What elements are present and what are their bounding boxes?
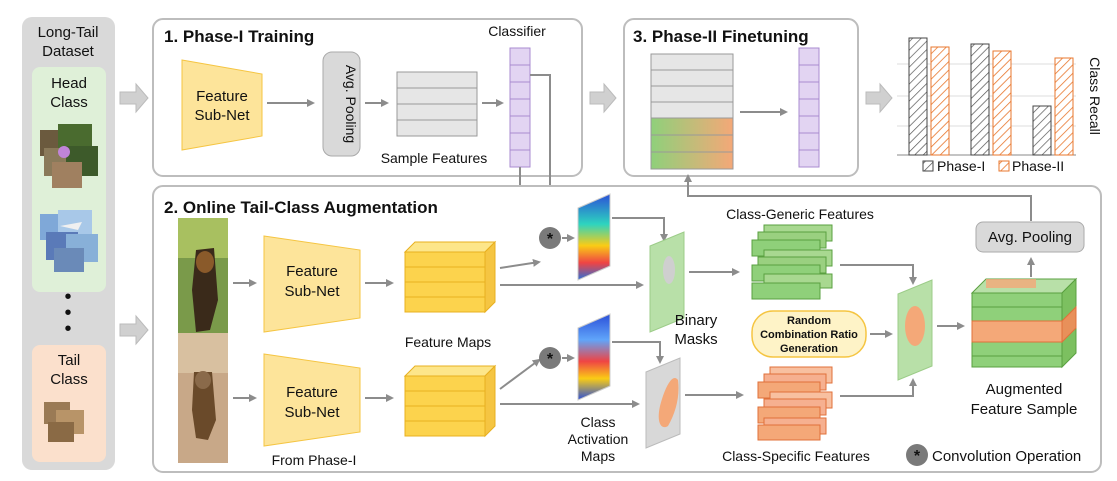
aug-feature-subnet-top-label-2: Sub-Net xyxy=(284,283,340,300)
bar-phase2-group1 xyxy=(930,46,950,156)
sample-features xyxy=(396,71,478,137)
class-specific-features xyxy=(757,366,833,441)
augmented-sample-label: Augmented xyxy=(986,381,1063,398)
binary-mask-top xyxy=(649,231,685,333)
conv-symbol: * xyxy=(547,231,554,248)
bar-phase1-group3 xyxy=(1032,105,1052,156)
chart-ylabel: Class Recall xyxy=(1087,57,1103,135)
cam-bottom xyxy=(577,313,611,401)
dataset-title-2: Dataset xyxy=(42,43,95,60)
classifier xyxy=(509,47,531,168)
cam-label-3: Maps xyxy=(581,448,615,464)
arrow xyxy=(840,378,917,397)
ellipsis-dot-2: • xyxy=(64,302,71,324)
cam-label-2: Activation xyxy=(568,431,629,447)
arrow xyxy=(612,217,668,242)
aug-avg-pooling-label: Avg. Pooling xyxy=(988,229,1072,246)
head-class-images xyxy=(40,124,98,272)
tail-sample-image xyxy=(178,333,228,463)
phase2-sample-features xyxy=(650,53,734,170)
sample-features-label: Sample Features xyxy=(381,150,488,166)
dataset-to-phase1-arrow xyxy=(119,82,149,114)
phase2-classifier xyxy=(798,47,820,168)
aug-feature-subnet-top-label: Feature xyxy=(286,263,338,280)
bar-phase1-group1 xyxy=(908,37,928,156)
classifier-to-conv-top-arrow xyxy=(530,74,554,226)
augmented-sample-label-2: Feature Sample xyxy=(971,401,1078,418)
binary-masks-label-2: Masks xyxy=(674,331,717,348)
conv-legend-label: Convolution Operation xyxy=(932,448,1081,465)
legend-phase1: Phase-I xyxy=(937,158,985,174)
phase1-feature-subnet-label: Feature xyxy=(196,88,248,105)
random-ratio-label-3: Generation xyxy=(780,343,838,355)
feature-map-cube-top xyxy=(403,240,497,314)
dataset-title: Long-Tail xyxy=(38,24,99,41)
phase1-title: 1. Phase-I Training xyxy=(164,27,314,46)
classifier-label: Classifier xyxy=(488,23,546,39)
random-ratio-box xyxy=(751,310,867,358)
bar-phase1-group2 xyxy=(970,43,990,156)
augmentation-title: 2. Online Tail-Class Augmentation xyxy=(164,198,438,217)
combination-mask xyxy=(897,279,933,381)
aug-feature-subnet-bottom xyxy=(263,353,361,447)
arrow xyxy=(499,258,541,269)
arrow xyxy=(840,264,917,285)
dataset-to-augmentation-arrow xyxy=(119,314,149,346)
cam-top xyxy=(577,193,611,281)
class-generic-features xyxy=(751,224,833,300)
conv-legend-icon: * xyxy=(906,444,928,466)
random-ratio-label-2: Combination Ratio xyxy=(760,329,858,341)
phase1-avg-pooling xyxy=(322,51,361,157)
cam-label: Class xyxy=(580,414,615,430)
aug-feature-subnet-bottom-label-2: Sub-Net xyxy=(284,404,340,421)
conv-symbol: * xyxy=(547,351,554,368)
legend-swatch-phase2 xyxy=(998,160,1010,172)
legend-phase2: Phase-II xyxy=(1012,158,1064,174)
conv-op-top: * xyxy=(539,227,561,249)
tail-class-label: Tail xyxy=(58,352,81,369)
tail-class-label-2: Class xyxy=(50,371,88,388)
arrow xyxy=(612,341,664,364)
arrow xyxy=(499,358,541,390)
augmented-feature-sample xyxy=(970,277,1078,369)
feature-map-cube-bottom xyxy=(403,364,497,438)
binary-mask-bottom xyxy=(645,357,681,449)
bar-phase2-group2 xyxy=(992,50,1012,156)
from-phase1-label: From Phase-I xyxy=(272,452,357,468)
phase2-title: 3. Phase-II Finetuning xyxy=(633,27,809,46)
augmented-to-phase2-arrow xyxy=(684,174,1032,221)
aug-feature-subnet-top xyxy=(263,235,361,333)
feature-maps-label: Feature Maps xyxy=(405,334,491,350)
phase1-feature-subnet xyxy=(181,59,263,151)
phase1-to-phase2-arrow xyxy=(589,82,617,114)
random-ratio-label: Random xyxy=(787,315,831,327)
head-class-label-2: Class xyxy=(50,94,88,111)
head-sample-image xyxy=(178,218,228,348)
phase2-to-chart-arrow xyxy=(865,82,893,114)
conv-symbol: * xyxy=(914,448,921,465)
ellipsis-dot-1: • xyxy=(64,286,71,308)
bar-phase2-group3 xyxy=(1054,57,1074,156)
aug-feature-subnet-bottom-label: Feature xyxy=(286,384,338,401)
ellipsis-dot-3: • xyxy=(64,318,71,340)
aug-avg-pooling xyxy=(975,221,1085,253)
head-class-label: Head xyxy=(51,75,87,92)
tail-class-images xyxy=(44,402,84,442)
binary-masks-label: Binary xyxy=(675,312,718,329)
class-generic-label: Class-Generic Features xyxy=(726,206,874,222)
phase1-avg-pooling-label: Avg. Pooling xyxy=(343,65,359,143)
phase1-feature-subnet-label-2: Sub-Net xyxy=(194,107,250,124)
conv-op-bottom: * xyxy=(539,347,561,369)
legend-swatch-phase1 xyxy=(922,160,934,172)
class-specific-label: Class-Specific Features xyxy=(722,448,870,464)
recall-chart xyxy=(897,37,1076,156)
